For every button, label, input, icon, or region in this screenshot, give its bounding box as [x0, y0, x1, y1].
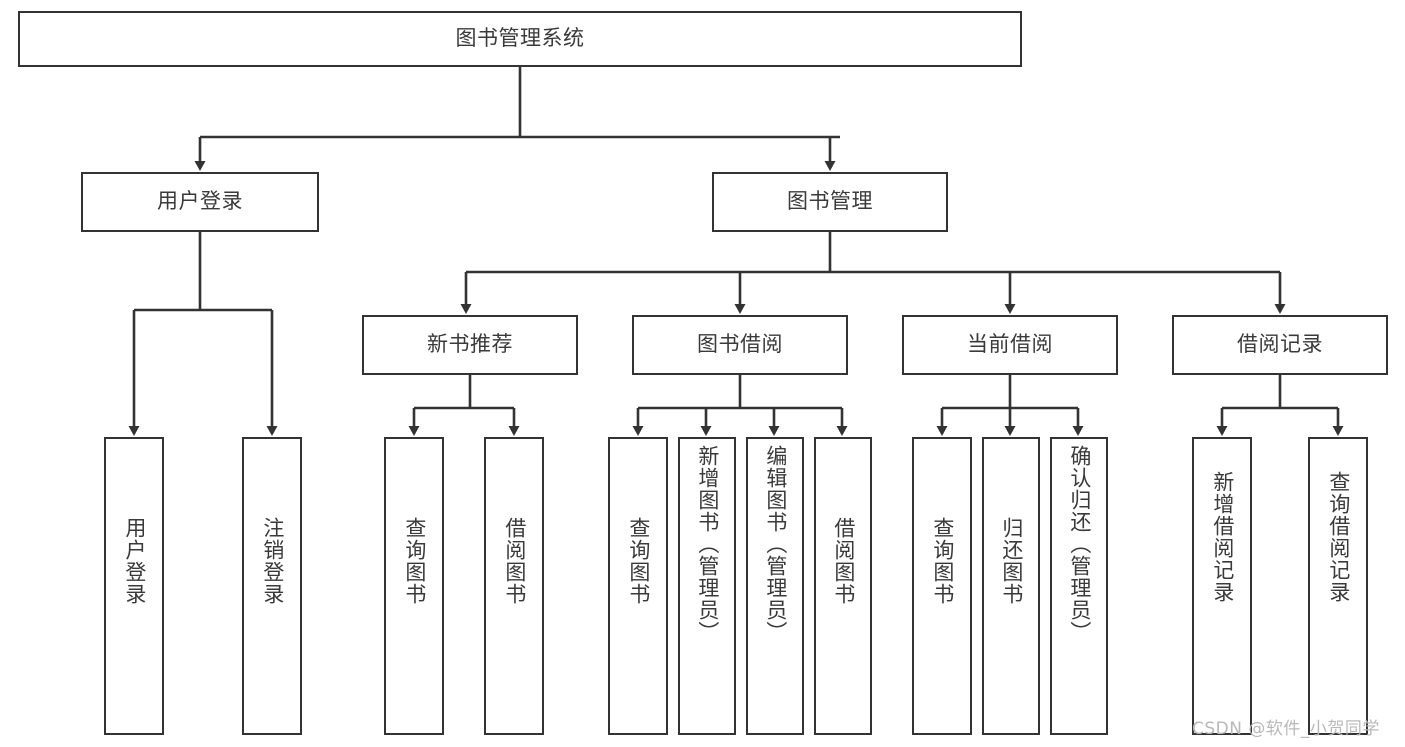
- node-label: 当前借阅: [967, 332, 1053, 357]
- node-label: 编辑图书（管理员）: [763, 445, 788, 643]
- node-label: 查询借阅记录: [1326, 471, 1351, 603]
- node-book-borrow[interactable]: 图书借阅: [632, 315, 848, 375]
- node-label: 借阅图书: [502, 517, 527, 605]
- node-label: 新增图书（管理员）: [695, 445, 720, 643]
- node-current-borrow[interactable]: 当前借阅: [902, 315, 1118, 375]
- node-label: 注销登录: [260, 517, 285, 605]
- node-book-management[interactable]: 图书管理: [712, 172, 948, 232]
- watermark-text: CSDN @软件_小贺同学: [1192, 719, 1380, 739]
- node-label: 借阅图书: [831, 517, 856, 605]
- node-label: 确认归还（管理员）: [1067, 445, 1092, 643]
- node-leaf-query-book-2[interactable]: 查询图书: [608, 437, 668, 735]
- node-new-book-recommend[interactable]: 新书推荐: [362, 315, 578, 375]
- node-label: 查询图书: [626, 517, 651, 605]
- node-label: 查询图书: [402, 517, 427, 605]
- node-leaf-logout-login[interactable]: 注销登录: [242, 437, 302, 735]
- node-label: 新增借阅记录: [1210, 471, 1235, 603]
- node-label: 新书推荐: [427, 332, 513, 357]
- node-leaf-query-book-3[interactable]: 查询图书: [912, 437, 972, 735]
- node-leaf-query-book-1[interactable]: 查询图书: [384, 437, 444, 735]
- node-root-system[interactable]: 图书管理系统: [18, 11, 1022, 67]
- node-leaf-confirm-return[interactable]: 确认归还（管理员）: [1050, 437, 1108, 735]
- node-label: 借阅记录: [1237, 332, 1323, 357]
- node-leaf-add-record[interactable]: 新增借阅记录: [1192, 437, 1252, 735]
- node-leaf-add-book[interactable]: 新增图书（管理员）: [678, 437, 736, 735]
- node-label: 图书借阅: [697, 332, 783, 357]
- node-label: 用户登录: [157, 189, 243, 214]
- node-leaf-borrow-book-2[interactable]: 借阅图书: [814, 437, 872, 735]
- node-label: 用户登录: [122, 517, 147, 605]
- node-leaf-query-record[interactable]: 查询借阅记录: [1308, 437, 1368, 735]
- node-label: 图书管理系统: [455, 26, 585, 51]
- node-leaf-edit-book[interactable]: 编辑图书（管理员）: [746, 437, 804, 735]
- node-borrow-record[interactable]: 借阅记录: [1172, 315, 1388, 375]
- node-label: 归还图书: [999, 517, 1024, 605]
- node-user-login[interactable]: 用户登录: [81, 172, 319, 232]
- node-label: 图书管理: [787, 189, 873, 214]
- node-label: 查询图书: [930, 517, 955, 605]
- node-leaf-return-book[interactable]: 归还图书: [982, 437, 1040, 735]
- node-leaf-borrow-book-1[interactable]: 借阅图书: [484, 437, 544, 735]
- node-leaf-user-login[interactable]: 用户登录: [104, 437, 164, 735]
